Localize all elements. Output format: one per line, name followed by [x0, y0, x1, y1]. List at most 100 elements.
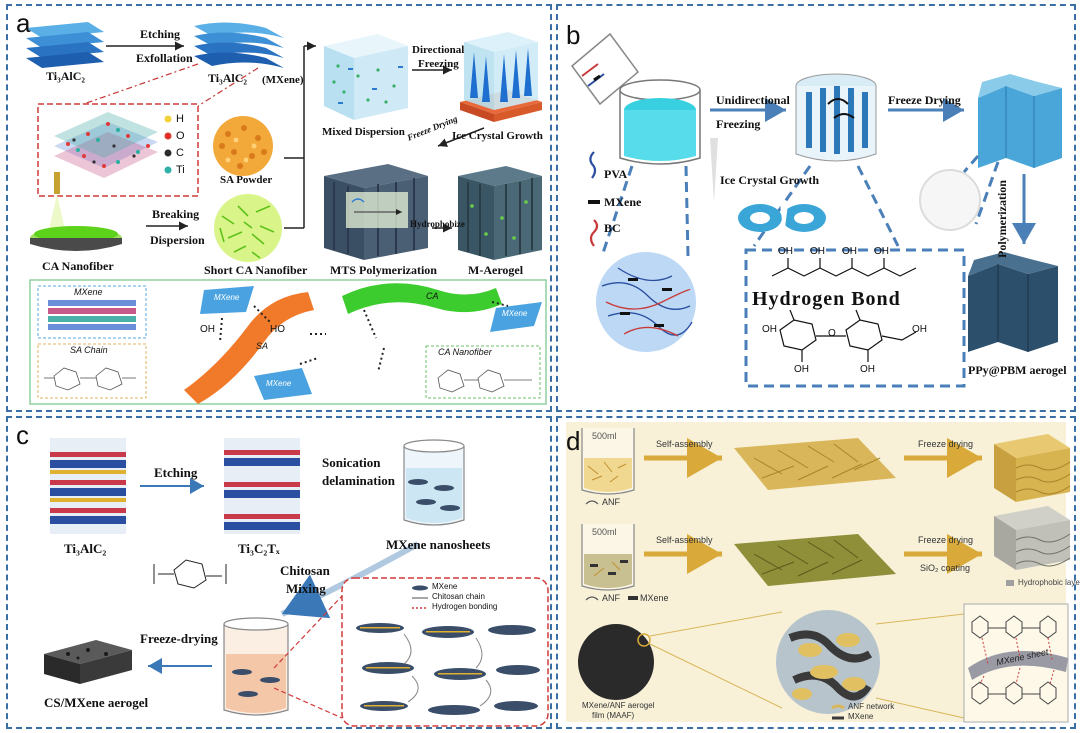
ti3alc2-crystal [50, 438, 126, 534]
fiber-network-circle [596, 252, 696, 352]
mxene-paren-label: (MXene) [262, 74, 304, 86]
mixing-label: Mixing [286, 581, 326, 596]
legend-ti-label: Ti [176, 164, 185, 176]
ca-box-label: CA Nanofiber [438, 347, 492, 357]
panel-c-letter: c [16, 420, 29, 450]
ppy-label: PPy@PBM aerogel [968, 363, 1067, 377]
freezing-label: Freezing [716, 117, 761, 131]
legend-h-label: H [176, 113, 184, 125]
exfollation-label: Exfollation [136, 51, 193, 65]
oh-label-7: OH [860, 364, 875, 375]
freeze-drying-label: Freeze-drying [140, 631, 218, 646]
mts-block [324, 164, 428, 260]
bc-icon [589, 219, 599, 247]
maaf-label-2: film (MAAF) [592, 711, 635, 720]
dispersion-label: Dispersion [150, 233, 205, 247]
chitosan-label: Chitosan [280, 563, 330, 578]
sa-strip [184, 292, 314, 404]
vial-icon [710, 138, 718, 202]
mxene-flake-1-label: MXene [214, 293, 240, 302]
m-aerogel-label: M-Aerogel [468, 263, 524, 277]
legend-c-dot [164, 149, 172, 157]
mxene-flake-2-label: MXene [502, 309, 528, 318]
unidirectional-label: Unidirectional [716, 93, 790, 107]
oh-label-4: OH [874, 246, 889, 257]
anf-aerogel-layers [994, 434, 1071, 502]
anf-network-label: ANF network [848, 702, 895, 711]
ti3c2tx-label: Ti₃C₂Tₓ [238, 541, 280, 556]
mxene-legend-label: MXene [640, 593, 669, 603]
m-aerogel-block [458, 166, 542, 260]
ti3alc2-label: Ti₃AlC₂ [64, 541, 107, 556]
mxene-flake-3-label: MXene [266, 379, 292, 388]
freeze-drying-1-label: Freeze drying [918, 439, 974, 449]
mxene-stack [194, 22, 284, 68]
freeze-dried-block [978, 74, 1062, 168]
mxene-flake-3 [254, 368, 312, 400]
mxene-icon [588, 200, 600, 204]
zoom-box [341, 577, 549, 727]
panel-c-graphics [44, 438, 549, 727]
mixed-dispersion-cube [324, 34, 408, 120]
mxene-flake-1 [200, 286, 254, 314]
oh-label-6: OH [794, 364, 809, 375]
freeze-drying-2-label: Freeze drying [918, 535, 974, 545]
legend-o-dot [164, 132, 172, 140]
maaf-layers [994, 506, 1071, 570]
anf-beaker [581, 428, 635, 495]
aramid-structure [971, 615, 1057, 705]
zoom-nanosheets [356, 623, 540, 715]
anf-mxene-legend-icon [585, 596, 599, 601]
etching-label: Etching [154, 465, 198, 480]
hydrophobic-legend-icon [1006, 580, 1014, 586]
cs-aerogel-label: CS/MXene aerogel [44, 695, 149, 710]
beaker-1-volume: 500ml [592, 431, 617, 441]
short-ca-label: Short CA Nanofiber [204, 263, 308, 277]
mxene-small-label: MXene [848, 712, 874, 721]
ice-crystal-cube [460, 32, 542, 122]
anf-legend-icon [585, 500, 599, 505]
cellulose-structure [779, 309, 917, 362]
ca-strip-label: CA [426, 291, 439, 301]
mxene-nanosheets-label: MXene nanosheets [386, 537, 491, 552]
sa-powder-icon [213, 116, 273, 176]
solution-beaker-icon [619, 79, 701, 165]
ppy-aerogel-block [968, 252, 1058, 352]
panel-b-letter: b [566, 20, 581, 50]
chitosan-structure [153, 559, 227, 589]
oh-label-1: OH [778, 246, 793, 257]
legend-mxene-icon [412, 585, 428, 591]
oh-label-2: OH [810, 246, 825, 257]
delamination-label: delamination [322, 473, 395, 488]
ice-crystal-label: Ice Crystal Growth [720, 173, 820, 187]
anf-network-sphere [776, 610, 880, 714]
panel-b-graphics [570, 32, 1062, 388]
etching-label: Etching [140, 27, 181, 41]
breaking-label: Breaking [152, 207, 200, 221]
oh-label-3: OH [842, 246, 857, 257]
pva-label: PVA [604, 167, 628, 181]
sonication-label: Sonication [322, 455, 381, 470]
legend-c-label: C [176, 147, 184, 159]
legend-mxene-label: MXene [432, 582, 458, 591]
legend-ti-dot [164, 166, 172, 174]
cs-mxene-aerogel [44, 640, 132, 684]
freeze-drying-label: Freeze Drying [888, 93, 961, 107]
beaker-2-volume: 500ml [592, 527, 617, 537]
self-assembly-1-label: Self-assembly [656, 439, 713, 449]
directional-label: Directional [412, 44, 465, 56]
ice-crystal-label: Ice Crystal Growth [452, 130, 543, 142]
ti3c2tx-crystal [224, 438, 300, 534]
freezing-label: Freezing [418, 58, 459, 70]
hydrogen-bond-label: Hydrogen Bond [752, 288, 901, 310]
anf-mxene-beaker [581, 524, 635, 591]
freezing-cylinder [795, 73, 877, 162]
anf-mxene-label: ANF [602, 593, 620, 603]
ti3alc2-label: Ti₃AlC₂ [46, 69, 85, 83]
hydrogen-bond-box [744, 248, 966, 388]
anf-label: ANF [602, 497, 620, 507]
mxene-flake-2 [490, 302, 542, 332]
self-assembly-2-label: Self-assembly [656, 535, 713, 545]
nanosheet-beaker [403, 439, 465, 526]
